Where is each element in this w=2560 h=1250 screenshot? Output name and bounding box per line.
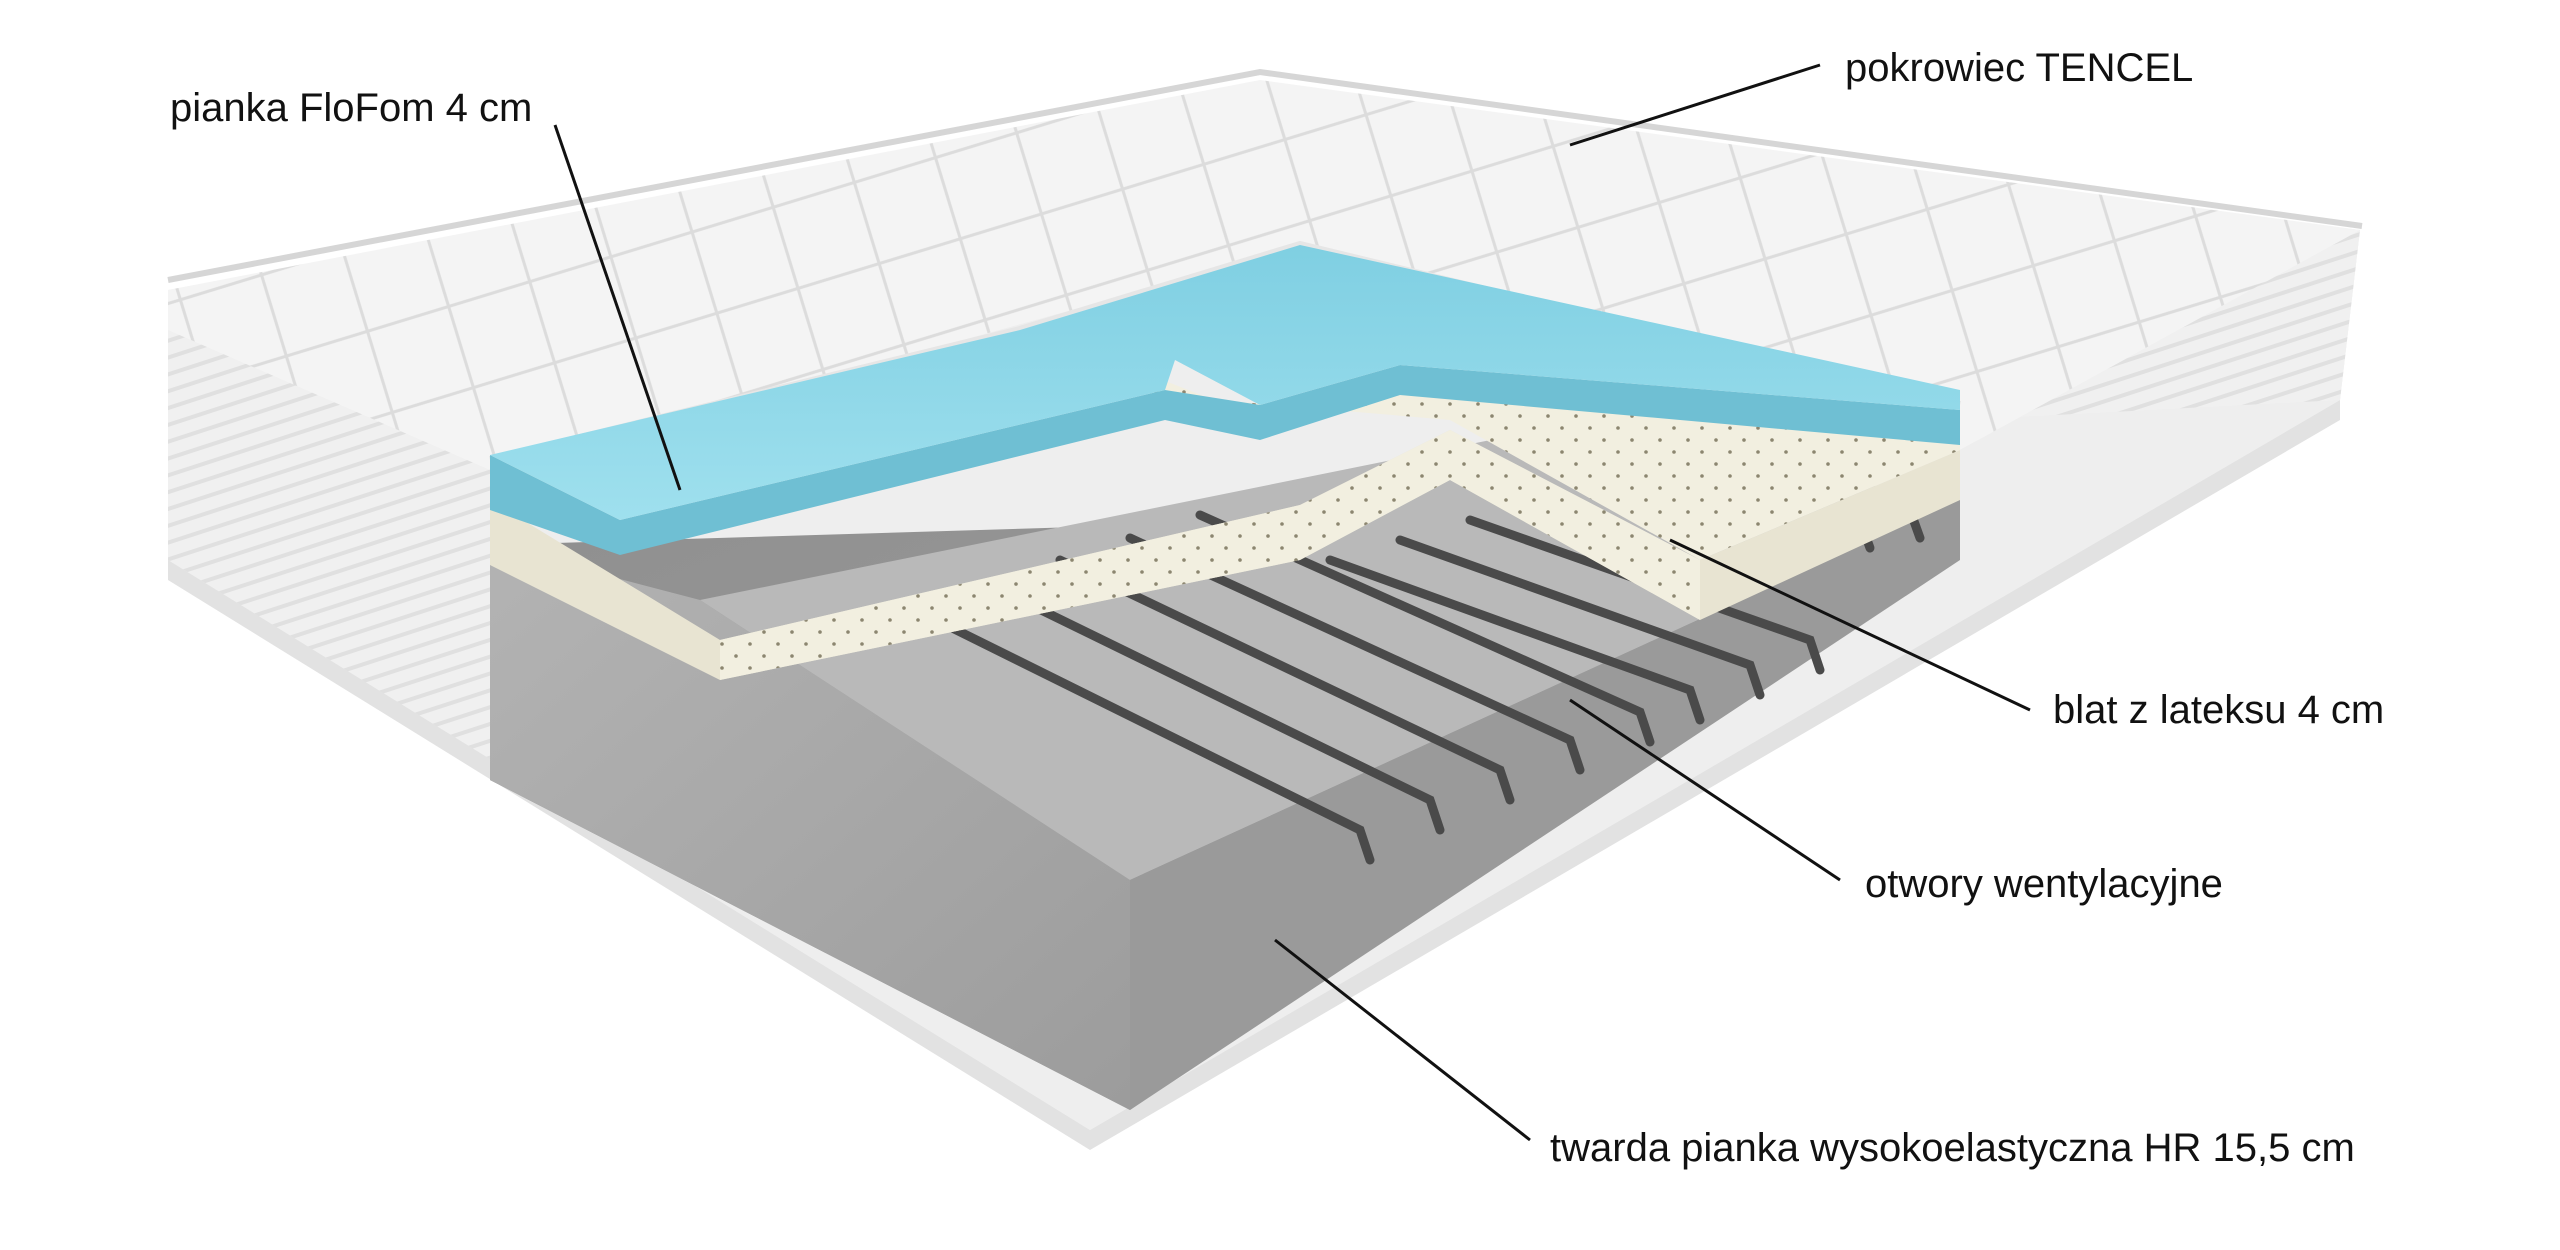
leader-line-vents: [1569, 698, 1841, 882]
label-latex: blat z lateksu 4 cm: [2053, 688, 2385, 732]
flofom-layer: [490, 245, 1960, 555]
label-flofom: pianka FloFom 4 cm: [170, 86, 533, 130]
ventilation-grooves: [915, 505, 1925, 865]
leader-line-cover: [1569, 63, 1821, 147]
hr-foam-core: [490, 430, 1960, 1110]
leader-line-flofom: [553, 124, 682, 491]
leader-line-latex: [1669, 538, 2031, 712]
label-cover: pokrowiec TENCEL: [1845, 46, 2194, 90]
leader-line-hr-foam: [1274, 938, 1531, 1142]
label-hr-foam: twarda pianka wysokoelastyczna HR 15,5 c…: [1550, 1126, 2355, 1170]
leader-lines: [553, 63, 2031, 1142]
label-vents: otwory wentylacyjne: [1865, 862, 2223, 906]
